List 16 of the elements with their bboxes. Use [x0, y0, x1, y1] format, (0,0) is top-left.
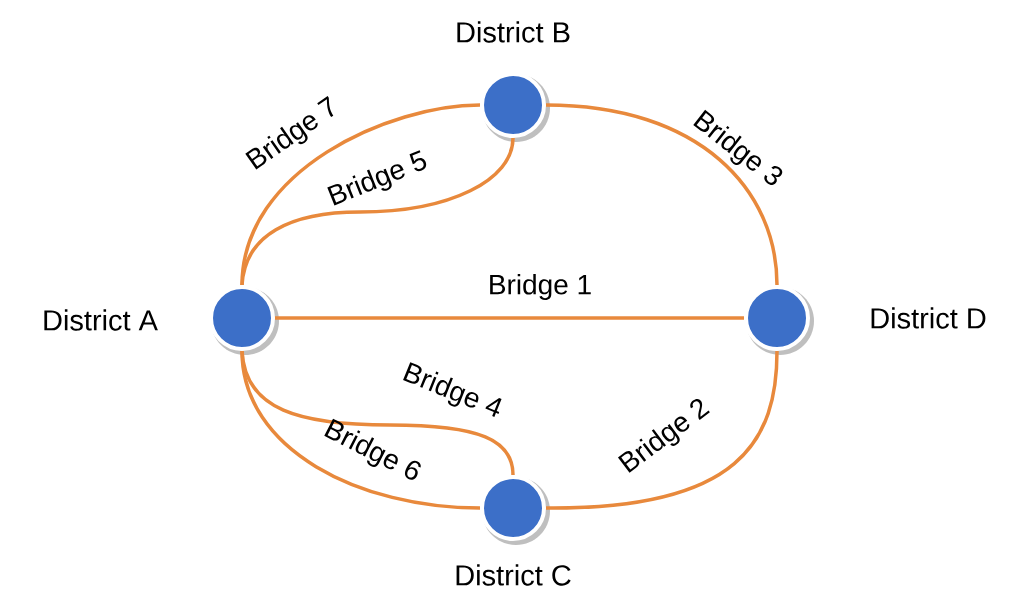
bridge-line [275, 316, 744, 320]
bridge-line [545, 103, 779, 286]
district-label: District C [456, 564, 571, 586]
district-label: District A [44, 309, 158, 331]
edge-label: Bridge 1 [490, 273, 591, 301]
district-node [480, 72, 550, 142]
edge-label: Bridge 5 [327, 150, 427, 206]
bridge-line [240, 103, 481, 286]
district-node [480, 475, 550, 545]
district-label: District B [457, 21, 570, 43]
district-node [209, 285, 279, 355]
district-node [744, 285, 814, 355]
edge-label: Bridge 4 [403, 362, 502, 417]
bridge-line [240, 350, 481, 510]
bridge-line [545, 350, 779, 510]
district-label: District D [871, 307, 986, 329]
